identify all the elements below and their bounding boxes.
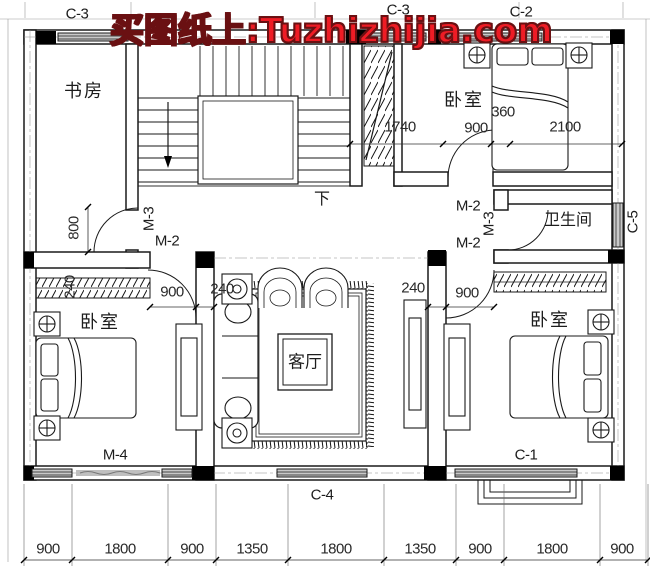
staircase — [137, 43, 351, 187]
axis-label-c4: C-4 — [310, 486, 334, 504]
dim-bottom-5: 1350 — [404, 540, 436, 558]
dim-bottom-3: 1350 — [236, 540, 268, 558]
dim-2100: 2100 — [549, 118, 581, 136]
nightstand-lamp-icon — [587, 309, 615, 335]
closets — [35, 45, 607, 299]
dim-bottom-6: 900 — [468, 540, 492, 558]
nightstand-lamp-icon — [33, 415, 61, 441]
room-label-bathroom: 卫生间 — [543, 212, 593, 229]
bedroom-left-furniture — [33, 311, 203, 441]
dim-240-closet: 240 — [61, 275, 79, 299]
axis-label-m4: M-4 — [102, 446, 128, 464]
dim-900-top: 900 — [464, 119, 488, 137]
dim-bottom-8: 900 — [610, 540, 634, 558]
stairs-down-label: 下 — [313, 191, 331, 208]
dim-900-hall-right: 900 — [455, 284, 479, 302]
sofa — [213, 293, 259, 429]
dim-bottom-2: 900 — [180, 540, 204, 558]
axis-label-c2: C-2 — [509, 3, 533, 21]
dim-bottom-1: 1800 — [104, 540, 136, 558]
side-table-lamp-icon — [221, 417, 253, 449]
door-label-m2-left: M-2 — [154, 232, 180, 250]
wardrobe-cabinet — [175, 323, 203, 431]
bay-window-steps — [477, 480, 583, 505]
dim-bottom-0: 900 — [36, 540, 60, 558]
side-table-lamp-icon — [221, 273, 253, 305]
dim-1740: 1740 — [384, 118, 416, 136]
structural-columns — [24, 30, 624, 480]
nightstand-lamp-icon — [565, 42, 593, 69]
windows — [31, 32, 624, 478]
bedroom-top-furniture — [463, 42, 593, 171]
tv-cabinet — [403, 299, 427, 429]
room-label-bedroom-top: 卧室 — [444, 90, 484, 110]
room-label-study: 书房 — [64, 81, 104, 101]
room-label-bedroom-right: 卧室 — [530, 310, 570, 330]
rug-fringe — [366, 283, 374, 447]
dim-bottom-7: 1800 — [536, 540, 568, 558]
armchair — [257, 267, 303, 308]
room-label-bedroom-left: 卧室 — [80, 312, 120, 332]
axis-label-c1: C-1 — [514, 446, 538, 464]
dim-240-hall-right: 240 — [401, 279, 425, 297]
dim-800-study-door: 800 — [65, 216, 83, 240]
door-label-m3-left: M-3 — [140, 206, 158, 232]
living-room-furniture — [213, 267, 427, 449]
dim-360: 360 — [491, 103, 515, 121]
nightstand-lamp-icon — [587, 417, 615, 443]
wardrobe-cabinet — [443, 323, 471, 431]
axis-label-c3-mid: C-3 — [386, 1, 410, 19]
watermark-text: 买图纸上:Tuzhizhijia.com — [109, 10, 554, 52]
coffee-table — [277, 333, 333, 391]
axis-label-c3-left: C-3 — [65, 5, 89, 23]
room-label-living: 客厅 — [288, 352, 322, 372]
door-label-m2-right-bottom: M-2 — [455, 234, 481, 252]
dim-bottom-4: 1800 — [320, 540, 352, 558]
nightstand-lamp-icon — [463, 42, 491, 69]
rug-fringe — [252, 441, 368, 449]
dimension-lines — [20, 140, 650, 566]
nightstand-lamp-icon — [33, 311, 61, 337]
door-swings — [93, 129, 549, 319]
dim-240-hall-left: 240 — [210, 280, 234, 298]
dim-900-hall-left: 900 — [160, 283, 184, 301]
sheet-guides — [0, 2, 650, 562]
axis-label-c5: C-5 — [624, 210, 642, 234]
door-label-m2-right-top: M-2 — [455, 197, 481, 215]
sliding-door-sill — [76, 470, 160, 476]
dimension-ticks — [20, 140, 650, 564]
door-label-m3-right: M-3 — [480, 211, 498, 237]
armchair — [303, 267, 349, 308]
bedroom-right-furniture — [443, 309, 615, 443]
